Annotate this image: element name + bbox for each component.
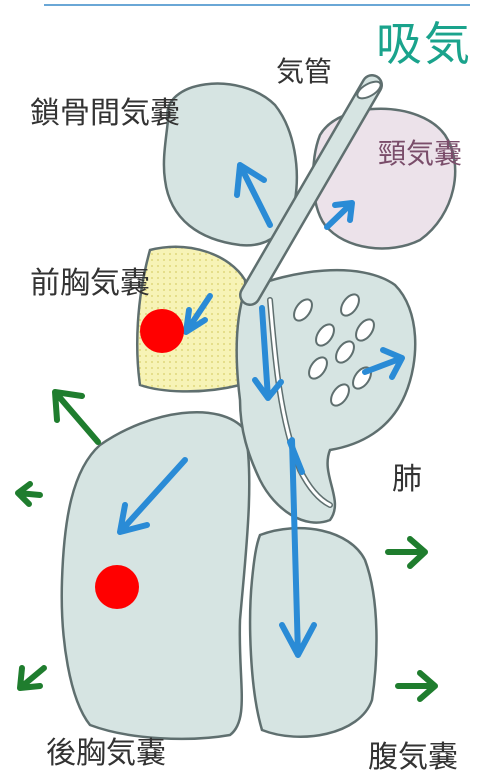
label-trachea: 気管 (276, 50, 332, 90)
clavicular-air-sac (164, 84, 297, 246)
expand-arrow-upper-left (55, 392, 98, 442)
posterior-thoracic-air-sac (62, 412, 250, 739)
expand-arrow-left (18, 484, 40, 504)
label-abdominal-air-sac: 腹気嚢 (368, 732, 458, 776)
expand-arrow-right-2 (398, 673, 435, 699)
label-lung: 肺 (392, 454, 422, 498)
title: 吸気 (376, 8, 472, 74)
marker-posterior (95, 565, 139, 609)
label-anterior-thoracic-air-sac: 前胸気嚢 (30, 258, 150, 302)
expand-arrow-right-1 (388, 539, 425, 566)
marker-anterior (140, 309, 184, 353)
label-posterior-thoracic-air-sac: 後胸気嚢 (46, 728, 166, 772)
label-clavicular-air-sac: 鎖骨間気嚢 (30, 88, 180, 132)
label-cervical-air-sac: 頸気嚢 (378, 132, 462, 172)
expand-arrow-lower-left (20, 668, 44, 688)
